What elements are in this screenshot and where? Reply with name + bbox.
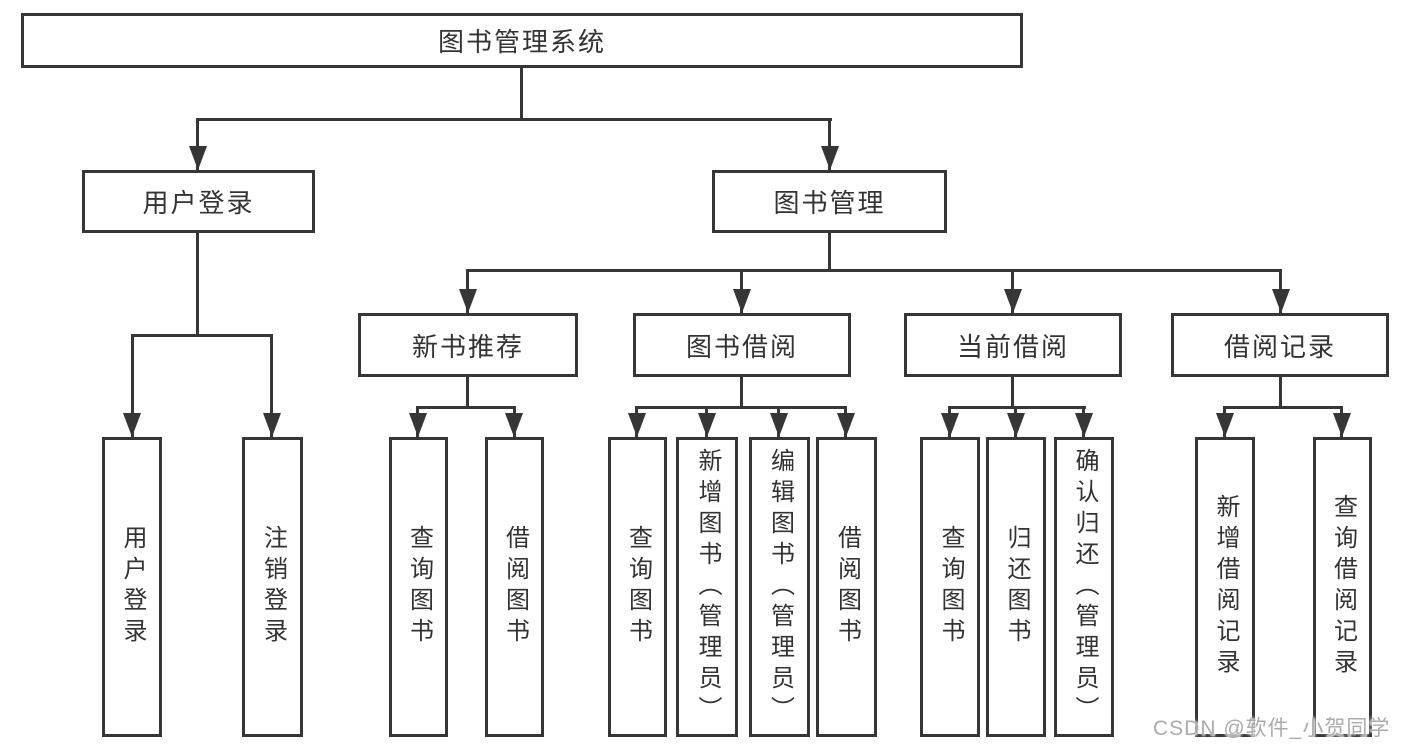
arrowhead-icon	[1007, 413, 1025, 437]
arrowhead-icon	[1272, 289, 1290, 313]
leaf-label: 查询图书	[937, 525, 964, 649]
arrowhead-icon	[459, 289, 477, 313]
leaf-label: 编辑图书（管理员）	[766, 447, 794, 727]
leaf-edit-books-admin: 编辑图书（管理员）	[749, 437, 810, 737]
leaf-confirm-return-admin: 确认归还（管理员）	[1054, 437, 1114, 737]
node-label: 新书推荐	[411, 331, 524, 362]
line	[466, 377, 469, 408]
leaf-borrow-books-recommend: 借阅图书	[485, 437, 544, 737]
node-label: 图书管理系统	[437, 27, 606, 57]
node-label: 借阅记录	[1223, 331, 1336, 362]
leaf-borrow-books-borrowing: 借阅图书	[816, 437, 877, 737]
line	[131, 334, 134, 437]
leaf-label: 用户登录	[119, 525, 146, 649]
arrowhead-icon	[263, 413, 281, 437]
leaf-logout: 注销登录	[242, 437, 303, 737]
line	[635, 406, 847, 409]
leaf-label: 归还图书	[1003, 525, 1030, 649]
line	[1279, 377, 1282, 408]
node-book-borrowing: 图书借阅	[633, 313, 851, 377]
leaf-label: 借阅图书	[501, 525, 529, 649]
node-label: 图书借阅	[685, 331, 798, 362]
leaf-query-books-current: 查询图书	[920, 437, 980, 737]
leaf-label: 借阅图书	[833, 525, 861, 649]
node-library-system-root: 图书管理系统	[21, 13, 1023, 68]
arrowhead-icon	[409, 413, 427, 437]
node-label: 用户登录	[142, 188, 255, 218]
node-new-book-recommendation: 新书推荐	[358, 313, 578, 377]
arrowhead-icon	[837, 413, 855, 437]
node-book-management: 图书管理	[712, 170, 947, 233]
line	[828, 118, 831, 170]
arrowhead-icon	[123, 413, 141, 437]
leaf-return-books: 归还图书	[986, 437, 1046, 737]
leaf-add-books-admin: 新增图书（管理员）	[676, 437, 738, 737]
leaf-query-borrow-record: 查询借阅记录	[1313, 437, 1372, 737]
leaf-query-books-recommend: 查询图书	[389, 437, 448, 737]
arrowhead-icon	[505, 413, 523, 437]
arrowhead-icon	[628, 413, 646, 437]
csdn-watermark: CSDN @软件_小贺同学	[1153, 717, 1391, 740]
leaf-label: 新增借阅记录	[1212, 494, 1239, 680]
node-label: 图书管理	[773, 188, 886, 218]
line	[196, 233, 199, 337]
line	[828, 233, 831, 271]
arrowhead-icon	[733, 289, 751, 313]
arrowhead-icon	[770, 413, 788, 437]
leaf-label: 注销登录	[259, 525, 287, 649]
arrowhead-icon	[1216, 413, 1234, 437]
line	[196, 118, 199, 170]
leaf-label: 查询图书	[624, 525, 652, 649]
arrowhead-icon	[821, 146, 839, 170]
leaf-query-books-borrowing: 查询图书	[608, 437, 667, 737]
leaf-label: 确认归还（管理员）	[1071, 447, 1098, 727]
leaf-label: 查询图书	[405, 525, 433, 649]
line	[197, 118, 832, 121]
node-borrow-records: 借阅记录	[1171, 313, 1389, 377]
leaf-user-login: 用户登录	[102, 437, 162, 737]
node-user-login: 用户登录	[82, 170, 315, 233]
line	[948, 406, 1086, 409]
line	[131, 334, 273, 337]
arrowhead-icon	[698, 413, 716, 437]
line	[416, 406, 516, 409]
line	[740, 377, 743, 408]
leaf-label: 新增图书（管理员）	[694, 447, 721, 727]
leaf-label: 查询借阅记录	[1329, 494, 1357, 680]
arrowhead-icon	[189, 146, 207, 170]
node-label: 当前借阅	[956, 331, 1069, 362]
arrowhead-icon	[1333, 413, 1351, 437]
line	[1011, 377, 1014, 408]
leaf-add-borrow-record: 新增借阅记录	[1195, 437, 1255, 737]
line	[520, 68, 523, 120]
arrowhead-icon	[941, 413, 959, 437]
arrowhead-icon	[1075, 413, 1093, 437]
line	[1223, 406, 1343, 409]
line	[270, 334, 273, 437]
line	[466, 269, 1282, 272]
arrowhead-icon	[1004, 289, 1022, 313]
node-current-borrowing: 当前借阅	[904, 313, 1122, 377]
